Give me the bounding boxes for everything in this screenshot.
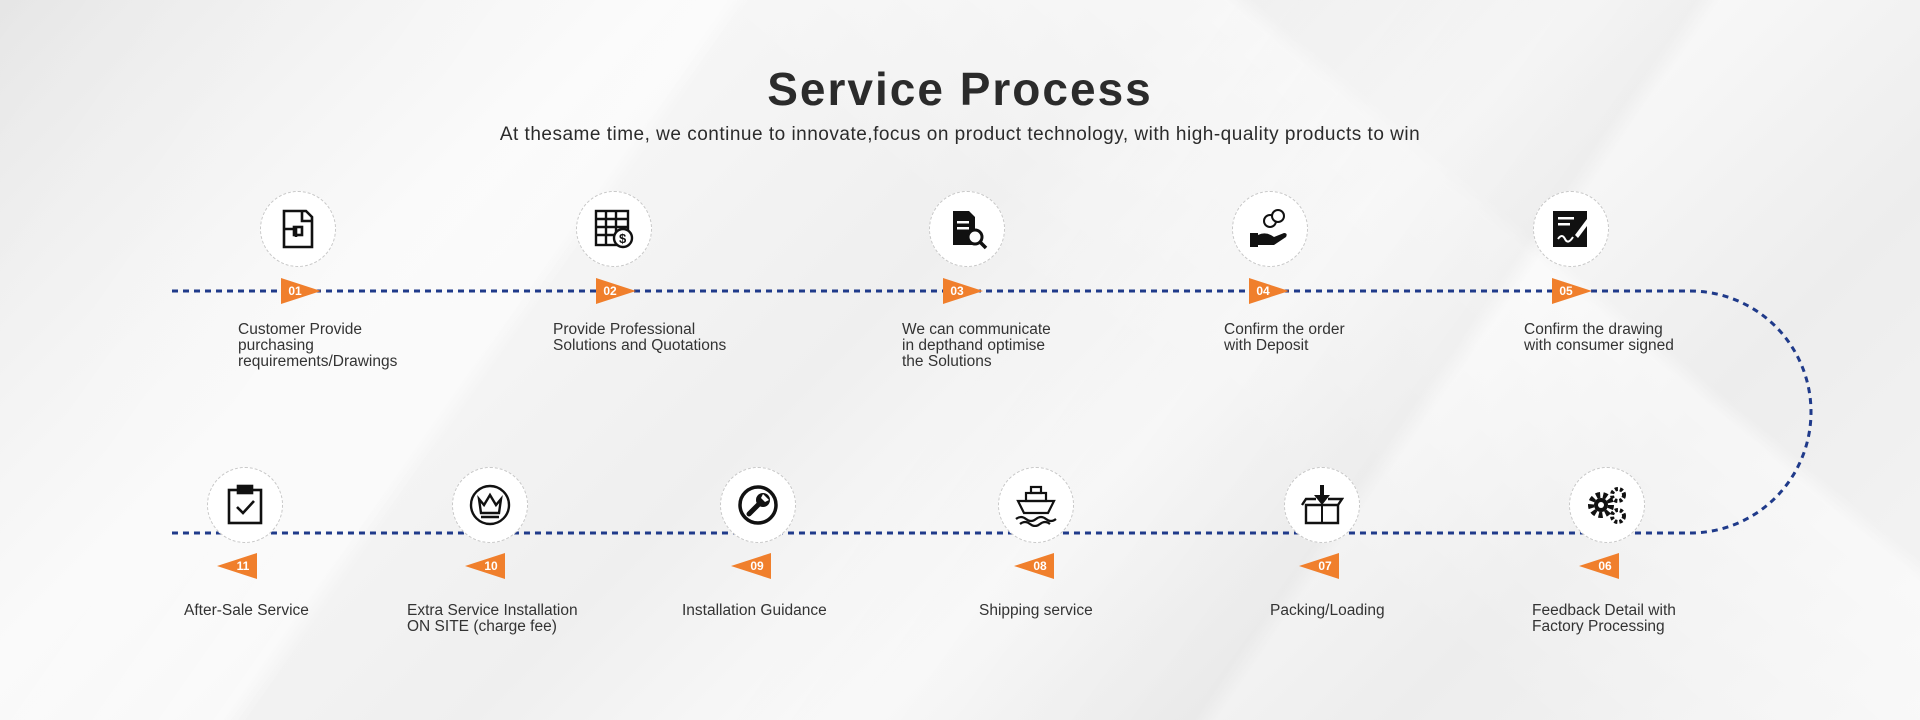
step-09-icon-circle — [720, 467, 796, 543]
step-06-icon-circle — [1569, 467, 1645, 543]
step-09-marker: 09 — [731, 553, 771, 579]
step-03-label: We can communicate in depthand optimise … — [902, 321, 1051, 370]
step-number: 01 — [288, 284, 302, 298]
step-02-label: Provide Professional Solutions and Quota… — [553, 321, 727, 354]
gears-icon — [1588, 487, 1626, 524]
step-04-label: Confirm the order with Deposit — [1224, 321, 1345, 354]
page-subtitle: At thesame time, we continue to innovate… — [499, 124, 1421, 145]
clipboard-check-icon — [227, 484, 263, 525]
signed-document-icon — [1553, 211, 1590, 247]
step-07-marker: 07 — [1299, 553, 1339, 579]
step-number: 08 — [1033, 559, 1047, 573]
page-title: Service Process — [767, 63, 1153, 115]
step-number: 06 — [1598, 559, 1612, 573]
hand-coins-icon — [1250, 209, 1287, 247]
step-08-icon-circle — [998, 467, 1074, 543]
step-04-marker: 04 — [1249, 278, 1289, 304]
svg-text:$: $ — [619, 231, 627, 246]
step-number: 10 — [484, 559, 498, 573]
step-08-marker: 08 — [1014, 553, 1054, 579]
document-search-icon — [953, 211, 988, 250]
step-03-marker: 03 — [943, 278, 983, 304]
quotation-table-icon: $ — [594, 209, 634, 249]
floor-plan-icon — [282, 209, 314, 249]
step-number: 11 — [236, 559, 250, 573]
step-number: 02 — [603, 284, 617, 298]
step-02-marker: 02 — [596, 278, 636, 304]
step-07-icon-circle — [1284, 467, 1360, 543]
process-connector — [172, 289, 1813, 535]
step-11-label: After-Sale Service — [184, 602, 309, 619]
step-07-label: Packing/Loading — [1270, 602, 1385, 619]
step-04-icon-circle — [1232, 191, 1308, 267]
wrench-icon — [738, 485, 778, 525]
step-number: 05 — [1559, 284, 1573, 298]
step-10-icon-circle — [452, 467, 528, 543]
step-09-label: Installation Guidance — [682, 602, 827, 619]
step-11-icon-circle — [207, 467, 283, 543]
step-06-label: Feedback Detail with Factory Processing — [1532, 602, 1676, 635]
step-05-label: Confirm the drawing with consumer signed — [1524, 321, 1674, 354]
ship-icon — [1015, 485, 1057, 527]
step-05-icon-circle — [1533, 191, 1609, 267]
step-08-label: Shipping service — [979, 602, 1093, 619]
step-10-marker: 10 — [465, 553, 505, 579]
step-number: 07 — [1318, 559, 1332, 573]
step-02-icon-circle: $ — [576, 191, 652, 267]
step-06-marker: 06 — [1579, 553, 1619, 579]
step-05-marker: 05 — [1552, 278, 1592, 304]
step-number: 04 — [1256, 284, 1270, 298]
box-download-icon — [1301, 485, 1344, 525]
step-number: 03 — [950, 284, 964, 298]
step-01-icon-circle — [260, 191, 336, 267]
crown-icon — [469, 484, 511, 526]
step-number: 09 — [750, 559, 764, 573]
step-11-marker: 11 — [217, 553, 257, 579]
step-10-label: Extra Service Installation ON SITE (char… — [407, 602, 578, 635]
step-01-label: Customer Provide purchasing requirements… — [238, 321, 398, 370]
step-01-marker: 01 — [281, 278, 321, 304]
step-03-icon-circle — [929, 191, 1005, 267]
